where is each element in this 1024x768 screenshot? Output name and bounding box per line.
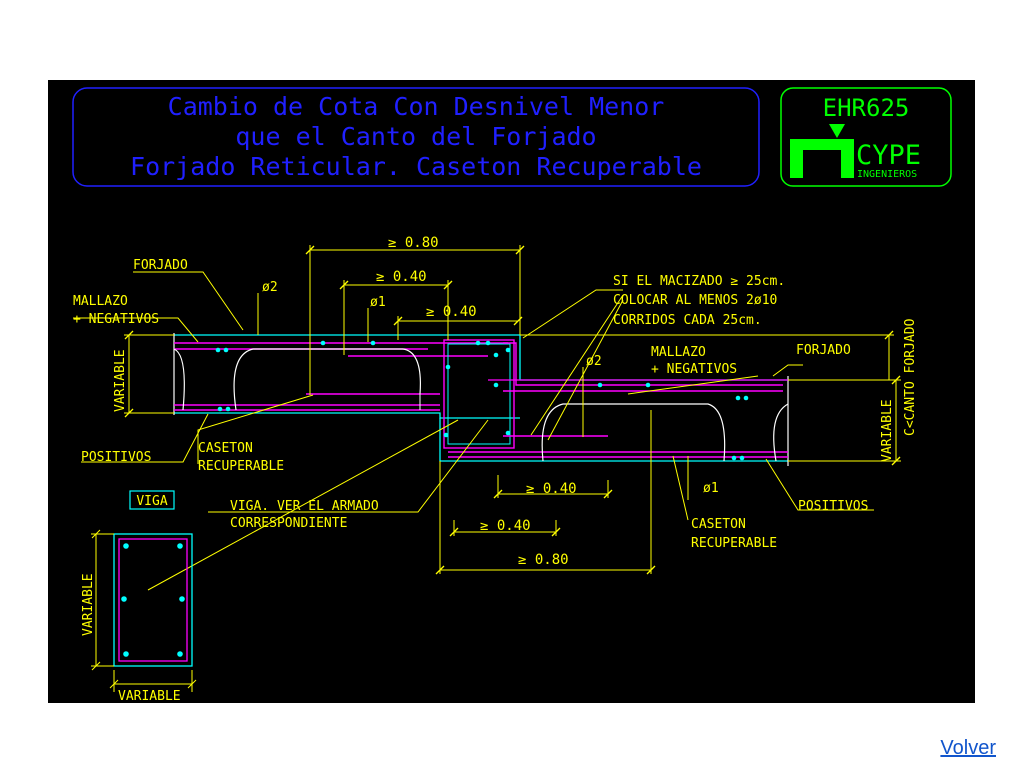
label-phi2-right: ø2: [586, 354, 602, 369]
logo-sub: INGENIEROS: [857, 169, 917, 180]
label-viga-variable-v: VARIABLE: [81, 573, 96, 636]
label-viga-box: VIGA: [136, 494, 167, 509]
label-viga-variable-h: VARIABLE: [118, 689, 181, 703]
title-line-3: Forjado Reticular. Caseton Recuperable: [130, 152, 702, 181]
logo-triangle-icon: [829, 124, 845, 138]
label-caseton-left-1: CASETON: [198, 441, 253, 456]
detail-drawing: Cambio de Cota Con Desnivel Menor que el…: [72, 87, 952, 703]
label-variable-left: VARIABLE: [113, 349, 128, 412]
label-mallazo-right-1: MALLAZO: [651, 345, 706, 360]
title-frame: [72, 87, 760, 187]
logo-brand: CYPE: [856, 140, 921, 171]
dimension-lines: [73, 245, 901, 591]
label-phi2-left: ø2: [262, 280, 278, 295]
label-mallazo-left-2: + NEGATIVOS: [73, 312, 159, 327]
label-positivos-left: POSITIVOS: [81, 450, 151, 465]
note-line-2: COLOCAR AL MENOS 2ø10: [613, 293, 777, 308]
note-line-1: SI EL MACIZADO ≥ 25cm.: [613, 274, 785, 289]
label-mallazo-right-2: + NEGATIVOS: [651, 362, 737, 377]
label-forjado-right: FORJADO: [796, 343, 851, 358]
cad-drawing: Cambio de Cota Con Desnivel Menor que el…: [48, 80, 975, 703]
title-line-1: Cambio de Cota Con Desnivel Menor: [168, 92, 665, 121]
dim-mid-040: ≥ 0.40: [426, 304, 477, 320]
label-positivos-right: POSITIVOS: [798, 499, 868, 514]
title-line-2: que el Canto del Forjado: [235, 122, 596, 151]
label-viga-ref-1: VIGA. VER EL ARMADO: [230, 499, 379, 514]
label-viga-ref-2: CORRESPONDIENTE: [230, 516, 347, 531]
label-caseton-right-1: CASETON: [691, 517, 746, 532]
dim-low-040: ≥ 0.40: [526, 481, 577, 497]
cype-logo: EHR625 CYPE INGENIEROS: [780, 87, 952, 187]
dim-top-080: ≥ 0.80: [388, 235, 439, 251]
label-variable-right: VARIABLE: [880, 399, 895, 462]
label-phi1-top: ø1: [370, 295, 386, 310]
note-line-3: CORRIDOS CADA 25cm.: [613, 313, 762, 328]
label-forjado-left: FORJADO: [133, 258, 188, 273]
label-caseton-right-2: RECUPERABLE: [691, 536, 777, 551]
beam-section: VIGA VARIABLE VARIABLE: [81, 490, 197, 703]
dim-bot-040: ≥ 0.40: [480, 518, 531, 534]
slab-section: [173, 333, 789, 466]
label-mallazo-left-1: MALLAZO: [73, 294, 128, 309]
label-caseton-left-2: RECUPERABLE: [198, 459, 284, 474]
dim-top-040: ≥ 0.40: [376, 269, 427, 285]
back-link[interactable]: Volver: [940, 737, 996, 759]
label-canto: C<CANTO FORJADO: [903, 318, 918, 436]
label-phi1-bottom: ø1: [703, 481, 719, 496]
dim-bot-080: ≥ 0.80: [518, 552, 569, 568]
dimension-ticks: [124, 245, 901, 575]
logo-code: EHR625: [823, 94, 910, 122]
